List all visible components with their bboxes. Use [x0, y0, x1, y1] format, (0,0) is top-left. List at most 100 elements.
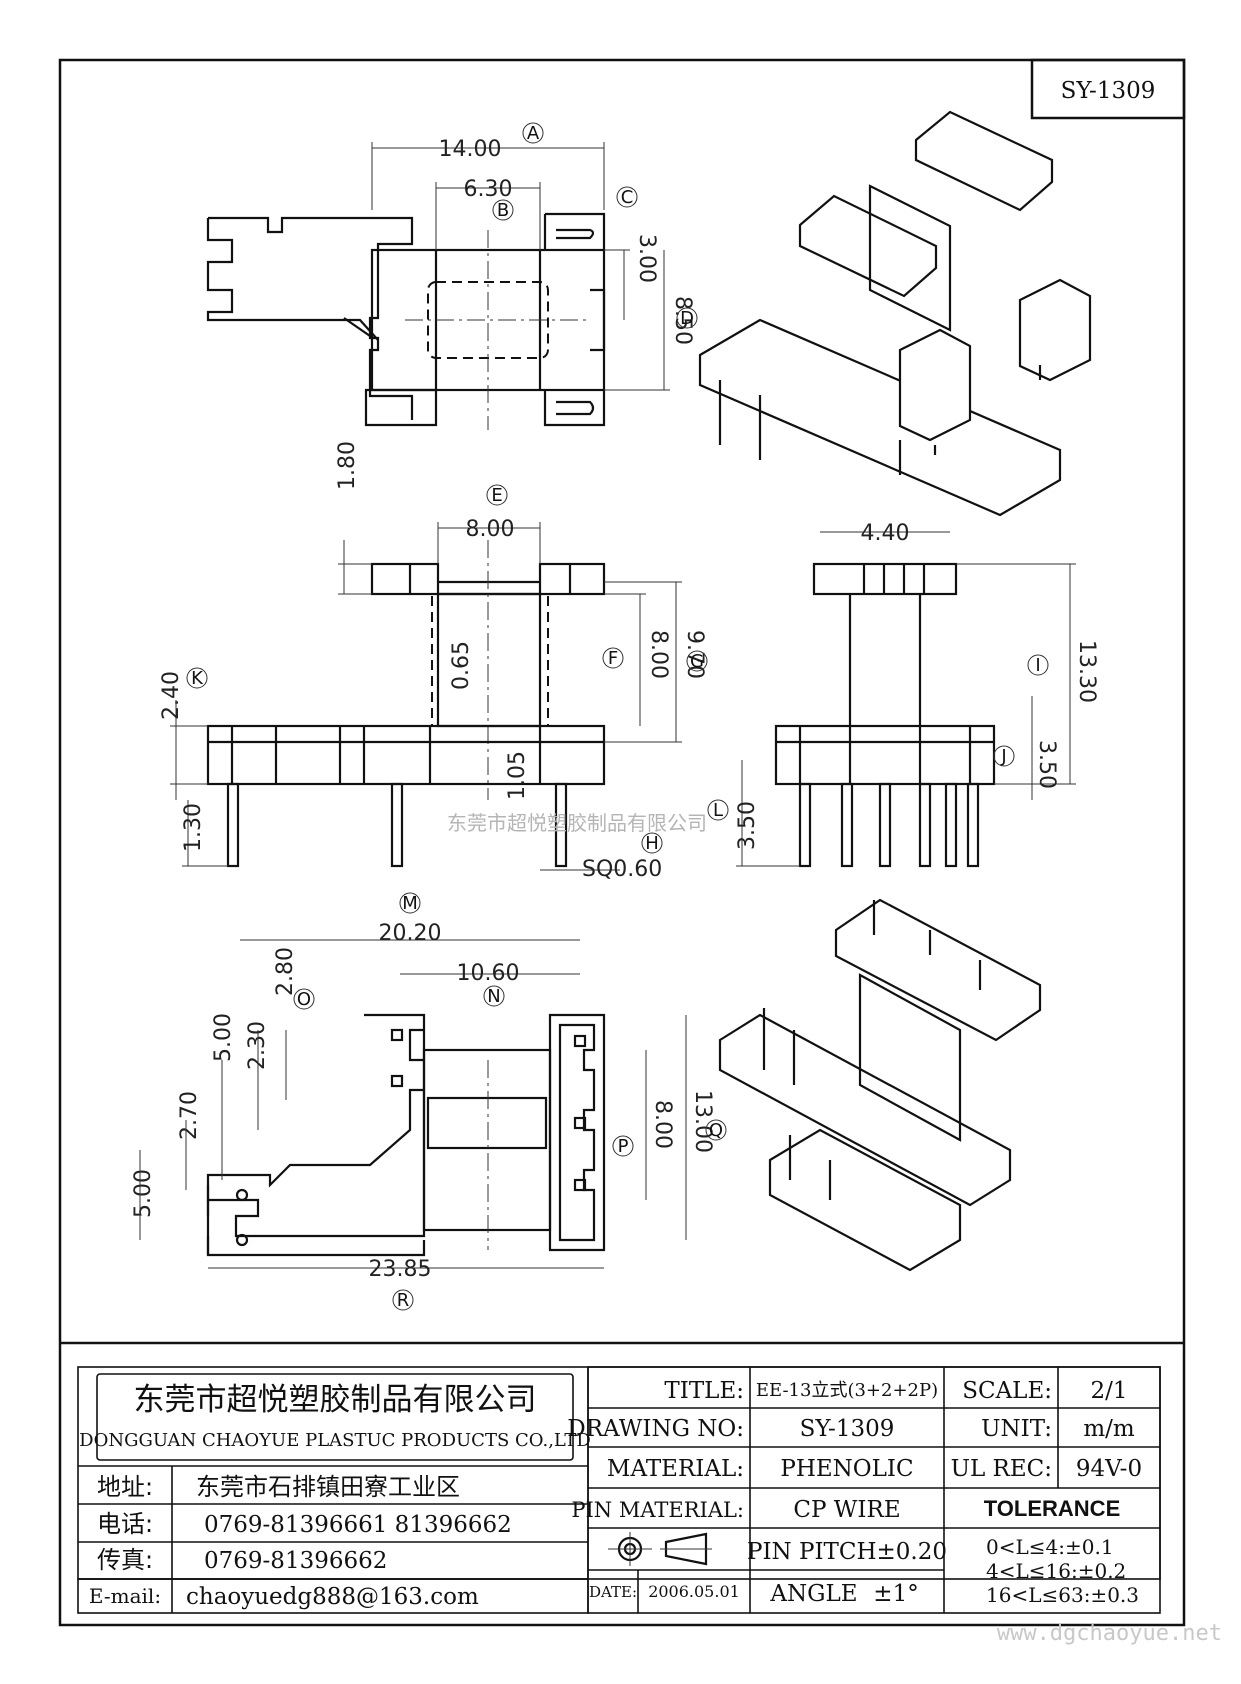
callout-C: C	[616, 186, 638, 208]
address-value: 东莞市石排镇田寮工业区	[196, 1473, 460, 1501]
dim-side-base-h: 3.50	[1034, 740, 1059, 789]
svg-text:M: M	[402, 893, 418, 914]
dim-bottom-total-w: 20.20	[379, 921, 442, 946]
company-name-en: DONGGUAN CHAOYUE PLASTUC PRODUCTS CO.,LT…	[79, 1430, 591, 1451]
svg-text:K: K	[191, 668, 204, 689]
dim-bottom-inner-w: 10.60	[457, 961, 520, 986]
address-label: 地址:	[97, 1473, 153, 1501]
angle-value: ±1°	[873, 1581, 918, 1607]
callout-H: H	[641, 832, 663, 854]
title-label: TITLE:	[664, 1378, 744, 1404]
callout-K: K	[186, 667, 208, 689]
code-box	[1030, 58, 1186, 120]
callouts: A B C D E F G H I J K L M N O P Q R	[186, 122, 1049, 1311]
phone-label: 电话:	[97, 1510, 153, 1538]
dim-pin-size: SQ0.60	[582, 857, 662, 882]
callout-B: B	[492, 199, 514, 221]
watermark: 东莞市超悦塑胶制品有限公司	[447, 811, 707, 835]
dim-top-height: 8.50	[670, 296, 695, 345]
svg-text:R: R	[397, 1290, 410, 1311]
ul-label: UL REC:	[951, 1456, 1052, 1482]
email-value: chaoyuedg888@163.com	[186, 1584, 479, 1610]
svg-text:G: G	[690, 651, 704, 672]
title-block: 东莞市超悦塑胶制品有限公司 DONGGUAN CHAOYUE PLASTUC P…	[77, 1366, 1161, 1614]
callout-L: L	[707, 799, 729, 821]
pin-material-label: PIN MATERIAL:	[571, 1498, 744, 1522]
pin-material-value: CP WIRE	[793, 1497, 900, 1523]
top-view: 14.00 6.30 3.00 8.50	[206, 137, 695, 430]
email-label: E-mail:	[89, 1584, 161, 1608]
svg-text:C: C	[621, 187, 634, 208]
fax-value: 0769-81396662	[204, 1548, 387, 1574]
angle-label: ANGLE	[769, 1581, 857, 1607]
dim-front-wall: 0.65	[449, 641, 474, 690]
front-view: 8.00 1.80 0.65 8.00 9.70 2.40 1.30 1.05 …	[159, 441, 707, 882]
svg-text:E: E	[491, 485, 502, 506]
scale-label: SCALE:	[962, 1378, 1052, 1404]
tolerance-row-3: 16<L≤63:±0.3	[986, 1583, 1139, 1607]
callout-R: R	[392, 1289, 414, 1311]
title-value: EE-13立式(3+2+2P)	[756, 1380, 938, 1401]
dim-top-inner: 6.30	[464, 177, 513, 202]
dim-side-pin-len: 3.50	[735, 801, 760, 850]
bottom-view: 20.20 10.60 2.80 2.30 5.00 2.70 5.00 8.0…	[131, 921, 715, 1282]
dim-bottom-left-h: 5.00	[131, 1169, 156, 1218]
callout-A: A	[522, 122, 544, 144]
dim-top-width: 14.00	[439, 137, 502, 162]
callout-F: F	[602, 647, 624, 669]
svg-text:N: N	[487, 986, 500, 1007]
svg-text:O: O	[297, 989, 311, 1010]
callout-G: G	[686, 650, 708, 672]
drawing-no-value: SY-1309	[800, 1416, 895, 1442]
dim-bottom-pin-pitch1: 2.80	[273, 947, 298, 996]
border-frame	[58, 58, 1186, 1627]
material-label: MATERIAL:	[607, 1456, 744, 1482]
dim-side-total-h: 13.30	[1074, 640, 1099, 703]
callout-I: I	[1027, 654, 1049, 676]
svg-text:P: P	[618, 1136, 629, 1157]
dim-front-pin-len: 1.30	[181, 803, 206, 852]
callout-M: M	[399, 892, 421, 914]
date-label: DATE:	[589, 1583, 637, 1601]
pin-pitch-value: PIN PITCH±0.20	[747, 1539, 947, 1565]
company-name-cn: 东莞市超悦塑胶制品有限公司	[134, 1382, 537, 1418]
dim-bottom-overall-w: 23.85	[369, 1257, 432, 1282]
svg-text:D: D	[680, 308, 694, 329]
side-view: 4.40 13.30 3.50 3.50	[735, 521, 1099, 868]
unit-label: UNIT:	[981, 1416, 1052, 1442]
callout-D: D	[676, 307, 698, 329]
dim-front-win-h: 8.00	[646, 630, 671, 679]
dim-front-flange-h: 1.80	[335, 441, 360, 490]
drawing-no-label: DRAWING NO:	[567, 1416, 744, 1442]
callout-N: N	[483, 985, 505, 1007]
iso-view-top	[698, 110, 1092, 517]
dim-bottom-offset: 2.70	[177, 1091, 202, 1140]
dim-front-inner-w: 8.00	[466, 517, 515, 542]
drawing-code: SY-1309	[1061, 78, 1156, 104]
tolerance-label: TOLERANCE	[984, 1496, 1121, 1521]
callout-P: P	[612, 1135, 634, 1157]
dim-top-slot: 3.00	[634, 234, 659, 283]
tolerance-row-2: 4<L≤16:±0.2	[986, 1559, 1126, 1583]
tolerance-row-1: 0<L≤4:±0.1	[986, 1535, 1114, 1559]
callout-O: O	[293, 988, 315, 1010]
fax-label: 传真:	[97, 1546, 153, 1574]
unit-value: m/m	[1083, 1416, 1135, 1442]
svg-text:I: I	[1035, 655, 1040, 676]
material-value: PHENOLIC	[780, 1456, 913, 1482]
scale-value: 2/1	[1090, 1378, 1127, 1404]
dim-bottom-right-pitch: 8.00	[650, 1100, 675, 1149]
svg-text:H: H	[645, 833, 659, 854]
phone-value: 0769-81396661 81396662	[204, 1512, 512, 1538]
svg-text:B: B	[497, 200, 509, 221]
projection-symbol-icon	[608, 1532, 712, 1566]
svg-text:Q: Q	[709, 1120, 723, 1141]
callout-E: E	[486, 484, 508, 506]
svg-text:L: L	[713, 800, 723, 821]
site-watermark: www.dgchaoyue.net	[997, 1621, 1222, 1646]
svg-text:J: J	[1000, 746, 1006, 767]
callout-Q: Q	[705, 1119, 727, 1141]
svg-text:A: A	[527, 123, 540, 144]
date-value: 2006.05.01	[648, 1582, 740, 1601]
